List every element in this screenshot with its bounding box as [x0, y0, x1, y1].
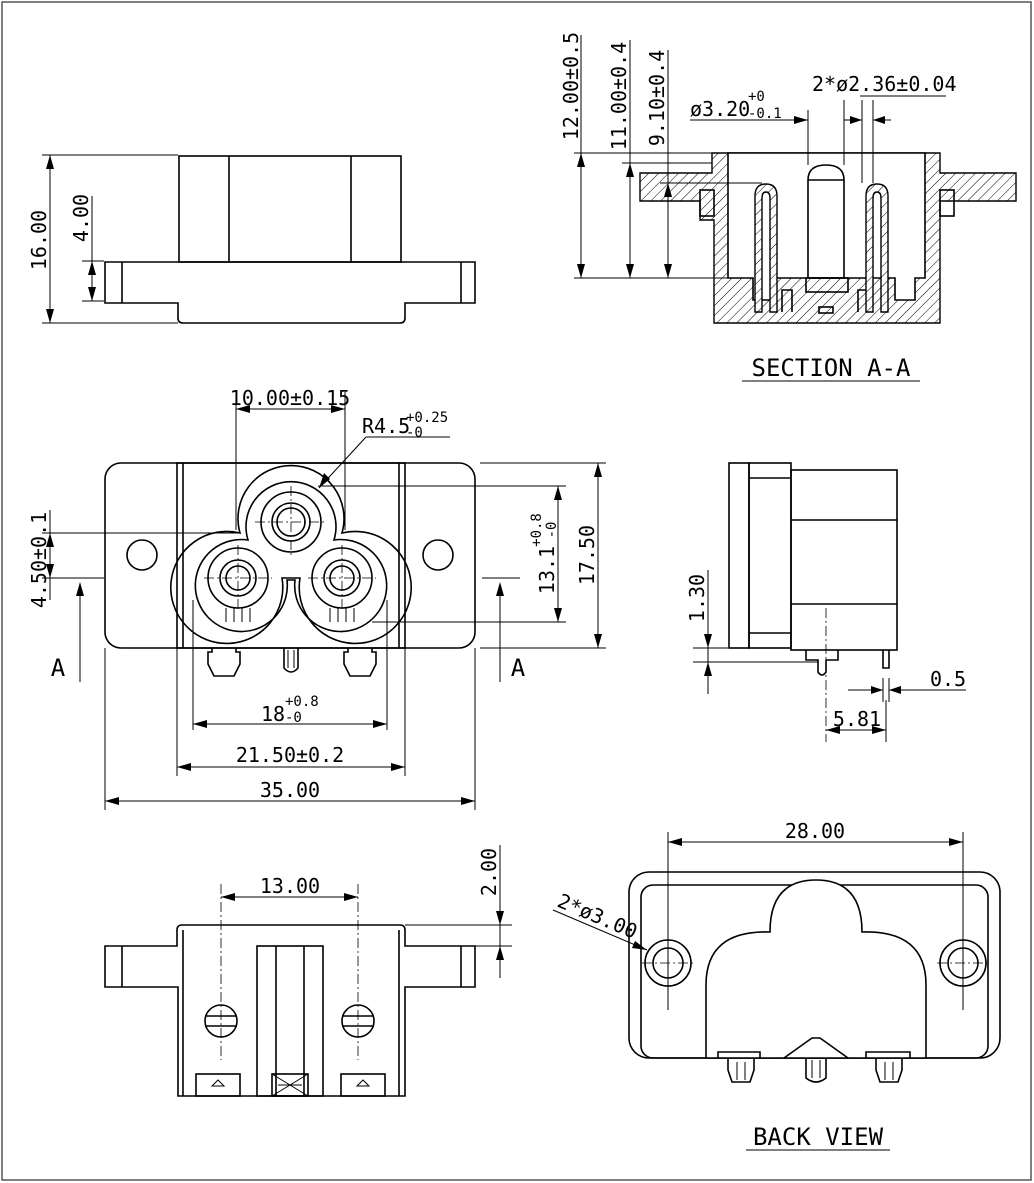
dim-front-inner-h-tol-dn: -0 [544, 522, 560, 539]
dim-front-left: 4.50±0.1 [27, 512, 51, 608]
dim-bottom-pin-pitch: 13.00 [260, 874, 320, 898]
dim-front-inner-w-tol-up: +0.8 [285, 694, 319, 710]
dim-sec-h2: 11.00±0.4 [607, 42, 631, 150]
dim-right-pin-t: 0.5 [930, 667, 966, 691]
dim-right-offset: 1.30 [685, 574, 709, 622]
dim-front-inner-h-tol-up: +0.8 [529, 513, 545, 547]
right-side-view: 1.30 0.5 5.81 [685, 462, 966, 742]
dim-front-height: 17.50 [575, 525, 599, 585]
side-view: 16.00 4.00 [27, 154, 476, 324]
dim-sec-h3: 9.10±0.4 [645, 50, 669, 146]
dim-sec-pin-dia: 2*ø2.36±0.04 [812, 72, 957, 96]
dim-back-hole-dia: 2*ø3.00 [554, 889, 641, 944]
dim-side-flange: 4.00 [69, 194, 93, 242]
dim-sec-h1: 12.00±0.5 [559, 32, 583, 140]
dim-front-inner-h: 13.1 [535, 546, 559, 594]
back-view: 28.00 2*ø3.00 BACK VIEW [552, 819, 1001, 1151]
dim-right-pin-pos: 5.81 [833, 707, 881, 731]
dim-back-hole-pitch: 28.00 [785, 819, 845, 843]
dim-sec-earth-tol-dn: -0.1 [748, 106, 782, 122]
dim-front-inner-w: 18 [261, 702, 285, 726]
dim-bottom-step: 2.00 [477, 848, 501, 896]
section-view: 12.00±0.5 11.00±0.4 9.10±0.4 ø3.20 +0 -0… [559, 32, 1017, 382]
back-title: BACK VIEW [753, 1123, 884, 1151]
dim-sec-earth-dia: ø3.20 [690, 97, 750, 121]
dim-front-body-w: 21.50±0.2 [236, 743, 344, 767]
dim-front-top: 10.00±0.15 [230, 386, 350, 410]
dim-side-height: 16.00 [27, 210, 51, 270]
section-mark-left: A [51, 654, 66, 682]
dim-front-radius: R4.5 [362, 414, 410, 438]
dim-front-radius-tol-up: +0.25 [406, 410, 448, 426]
dim-sec-earth-tol-up: +0 [748, 89, 765, 105]
section-mark-right: A [511, 654, 526, 682]
dim-front-radius-tol-dn: -0 [406, 425, 423, 441]
bottom-view: 13.00 2.00 [104, 845, 512, 1097]
front-view: 10.00±0.15 R4.5 +0.25 -0 4.50±0.1 13.1 +… [27, 386, 606, 810]
dim-front-total-w: 35.00 [260, 778, 320, 802]
section-title: SECTION A-A [752, 354, 911, 382]
dim-front-inner-w-tol-dn: -0 [285, 710, 302, 726]
